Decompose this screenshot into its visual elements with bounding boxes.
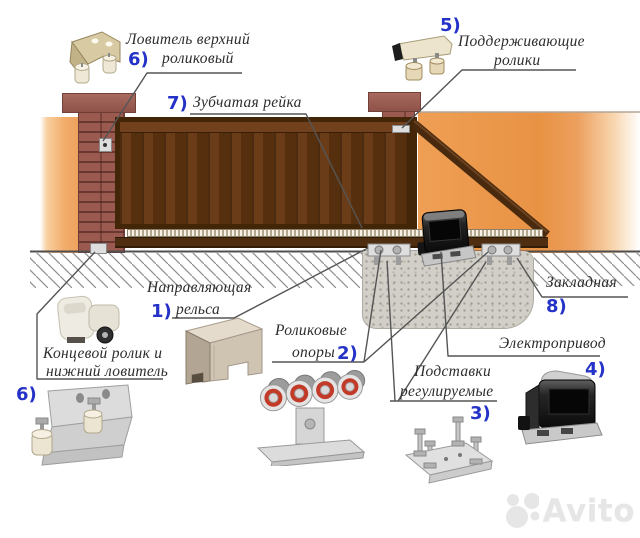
label-roller-supports-2: опоры (292, 344, 335, 361)
roller-support-left (367, 243, 411, 265)
label-guide-rail-2: рельса (176, 301, 221, 318)
gate-panel (115, 117, 417, 229)
fence-wall-left (40, 117, 80, 253)
upper-catcher-bolt (103, 143, 107, 147)
label-gear-rack: Зубчатая рейка (193, 94, 302, 111)
label-embedded-plate: Закладная (546, 274, 617, 291)
concrete-foundation (362, 251, 534, 329)
lower-catcher-bracket (90, 243, 107, 254)
gear-rack-strip (127, 229, 543, 237)
gate-top-rail (120, 122, 412, 133)
number-gear-rack: 7) (167, 93, 188, 114)
bottom-catcher-photo (31, 384, 133, 466)
avito-watermark-text: Avito (542, 493, 635, 529)
label-roller-supports-1: Роликовые (275, 322, 347, 339)
number-embedded-plate: 8) (546, 296, 567, 317)
support-rollers-photo (392, 35, 453, 81)
number-guide-rail: 1) (151, 301, 172, 322)
adjustable-stand-photo (404, 416, 494, 484)
label-stands-1: Подставки (414, 363, 492, 380)
number-end-roller: 6) (16, 384, 37, 405)
gate-end-post (407, 117, 417, 237)
drive-unit-scene (417, 209, 477, 267)
label-end-roller-1: Концевой ролик и (43, 345, 163, 362)
label-stands-2: регулируемые (400, 383, 494, 400)
label-end-roller-2: нижний ловитель (46, 363, 169, 380)
label-support-rollers-2: ролики (494, 52, 541, 69)
avito-watermark: Avito (503, 489, 635, 533)
label-top-catcher-2: роликовый (162, 50, 234, 67)
gate-bottom-beam (115, 237, 548, 248)
guide-rail-photo (184, 317, 264, 385)
label-drive: Электропривод (499, 335, 606, 352)
number-drive: 4) (585, 359, 606, 380)
drive-unit-photo (518, 370, 603, 445)
end-roller-photo (57, 295, 120, 344)
avito-logo-icon (506, 493, 539, 528)
label-top-catcher-1: Ловитель верхний (126, 31, 251, 48)
roller-support-right (481, 243, 521, 265)
top-catcher-photo (69, 31, 121, 84)
number-roller-supports: 2) (337, 343, 358, 364)
support-roller-bracket (392, 125, 410, 133)
number-stands: 3) (470, 403, 491, 424)
label-guide-rail-1: Направляющая (147, 279, 252, 296)
label-support-rollers-1: Поддерживающие (458, 33, 585, 50)
number-top-catcher: 6) (128, 49, 149, 70)
number-support-rollers: 5) (440, 15, 461, 36)
roller-carriage-photo (256, 370, 366, 466)
